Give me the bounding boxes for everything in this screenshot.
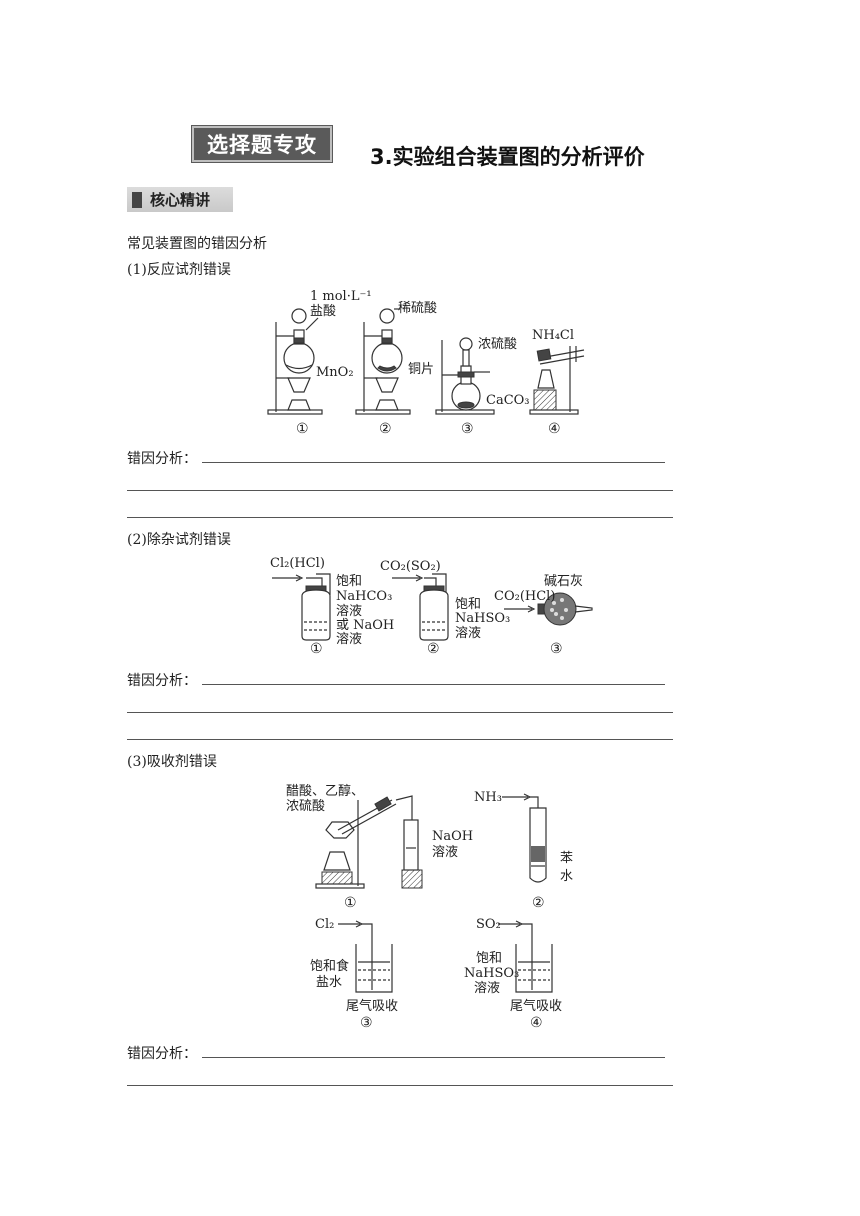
answer-line-2c[interactable] (127, 739, 673, 740)
apparatus-1-1 (267, 308, 323, 415)
label-1-d1: NH₄Cl (532, 328, 574, 343)
apparatus-3-1 (315, 795, 423, 889)
section-heading: 核心精讲 (127, 187, 233, 212)
answer-line-1c[interactable] (127, 517, 673, 518)
num-3-4: ④ (530, 1015, 543, 1031)
page-title: 3.实验组合装置图的分析评价 (370, 145, 645, 169)
label-3-a1: 醋酸、乙醇、 (286, 783, 364, 799)
label-3-c1: Cl₂ (315, 917, 334, 932)
label-2-a5: 或 NaOH (336, 618, 394, 633)
label-1-b2: 铜片 (408, 362, 434, 377)
apparatus-3-2 (502, 793, 547, 883)
label-1-a3: MnO₂ (316, 365, 354, 380)
label-2-c2: CO₂(HCl) (494, 589, 555, 604)
label-3-d4: 溶液 (474, 981, 500, 996)
label-2-b2: 饱和 (455, 597, 481, 612)
intro-text: 常见装置图的错因分析 (127, 236, 267, 252)
answer-line-1a[interactable] (202, 462, 665, 463)
answer-label-1: 错因分析： (127, 451, 197, 467)
label-2-b4: 溶液 (455, 626, 481, 641)
label-1-b1: 稀硫酸 (398, 301, 437, 316)
num-3-2: ② (532, 895, 545, 911)
label-1-c1: 浓硫酸 (478, 337, 517, 352)
label-3-d2: 饱和 (476, 951, 502, 966)
apparatus-1-2 (355, 308, 411, 415)
num-1-1: ① (296, 421, 309, 437)
num-3-1: ① (344, 895, 357, 911)
label-2-a4: 溶液 (336, 604, 362, 619)
answer-line-3a[interactable] (202, 1057, 665, 1058)
part1-heading: (1)反应试剂错误 (127, 262, 231, 278)
label-3-d5: 尾气吸收 (510, 998, 562, 1014)
label-3-d3: NaHSO₃ (464, 966, 519, 981)
answer-line-1b[interactable] (127, 490, 673, 491)
label-1-c2: CaCO₃ (486, 393, 530, 408)
label-1-a1: 1 mol·L⁻¹ (310, 289, 372, 304)
label-2-a6: 溶液 (336, 632, 362, 647)
label-1-a2: 盐酸 (310, 304, 336, 319)
label-3-a2: 浓硫酸 (286, 799, 325, 814)
answer-label-2: 错因分析： (127, 673, 197, 689)
apparatus-3-3 (338, 920, 393, 993)
label-3-a3: NaOH (432, 829, 473, 844)
num-2-3: ③ (550, 641, 563, 657)
apparatus-1-4 (529, 346, 585, 415)
num-1-4: ④ (548, 421, 561, 437)
num-2-1: ① (310, 641, 323, 657)
apparatus-3-4 (498, 920, 553, 993)
label-2-a3: NaHCO₃ (336, 589, 392, 604)
label-2-b3: NaHSO₃ (455, 611, 510, 626)
label-3-a4: 溶液 (432, 845, 458, 860)
apparatus-2-1 (272, 573, 331, 641)
label-2-b1: CO₂(SO₂) (380, 559, 441, 574)
section-marker-icon (132, 191, 142, 208)
label-3-b3: 水 (560, 869, 573, 884)
num-1-3: ③ (461, 421, 474, 437)
label-3-d1: SO₂ (476, 917, 501, 932)
section-label: 核心精讲 (150, 191, 211, 209)
answer-label-3: 错因分析： (127, 1046, 197, 1062)
apparatus-1-3 (435, 337, 495, 415)
label-3-b1: NH₃ (474, 790, 502, 805)
num-3-3: ③ (360, 1015, 373, 1031)
part3-heading: (3)吸收剂错误 (127, 754, 217, 770)
label-3-b2: 苯 (560, 851, 573, 866)
part2-heading: (2)除杂试剂错误 (127, 532, 231, 548)
num-2-2: ② (427, 641, 440, 657)
label-3-c3: 盐水 (316, 975, 342, 990)
answer-line-2b[interactable] (127, 712, 673, 713)
label-2-a2: 饱和 (336, 574, 362, 589)
apparatus-2-2 (392, 573, 449, 641)
label-2-c1: 碱石灰 (544, 574, 583, 589)
topic-badge: 选择题专攻 (192, 126, 332, 162)
label-3-c2: 饱和食 (310, 958, 349, 974)
apparatus-2-3 (504, 592, 593, 626)
num-1-2: ② (379, 421, 392, 437)
answer-line-2a[interactable] (202, 684, 665, 685)
label-2-a1: Cl₂(HCl) (270, 556, 325, 571)
answer-line-3b[interactable] (127, 1085, 673, 1086)
label-3-c4: 尾气吸收 (346, 998, 398, 1014)
